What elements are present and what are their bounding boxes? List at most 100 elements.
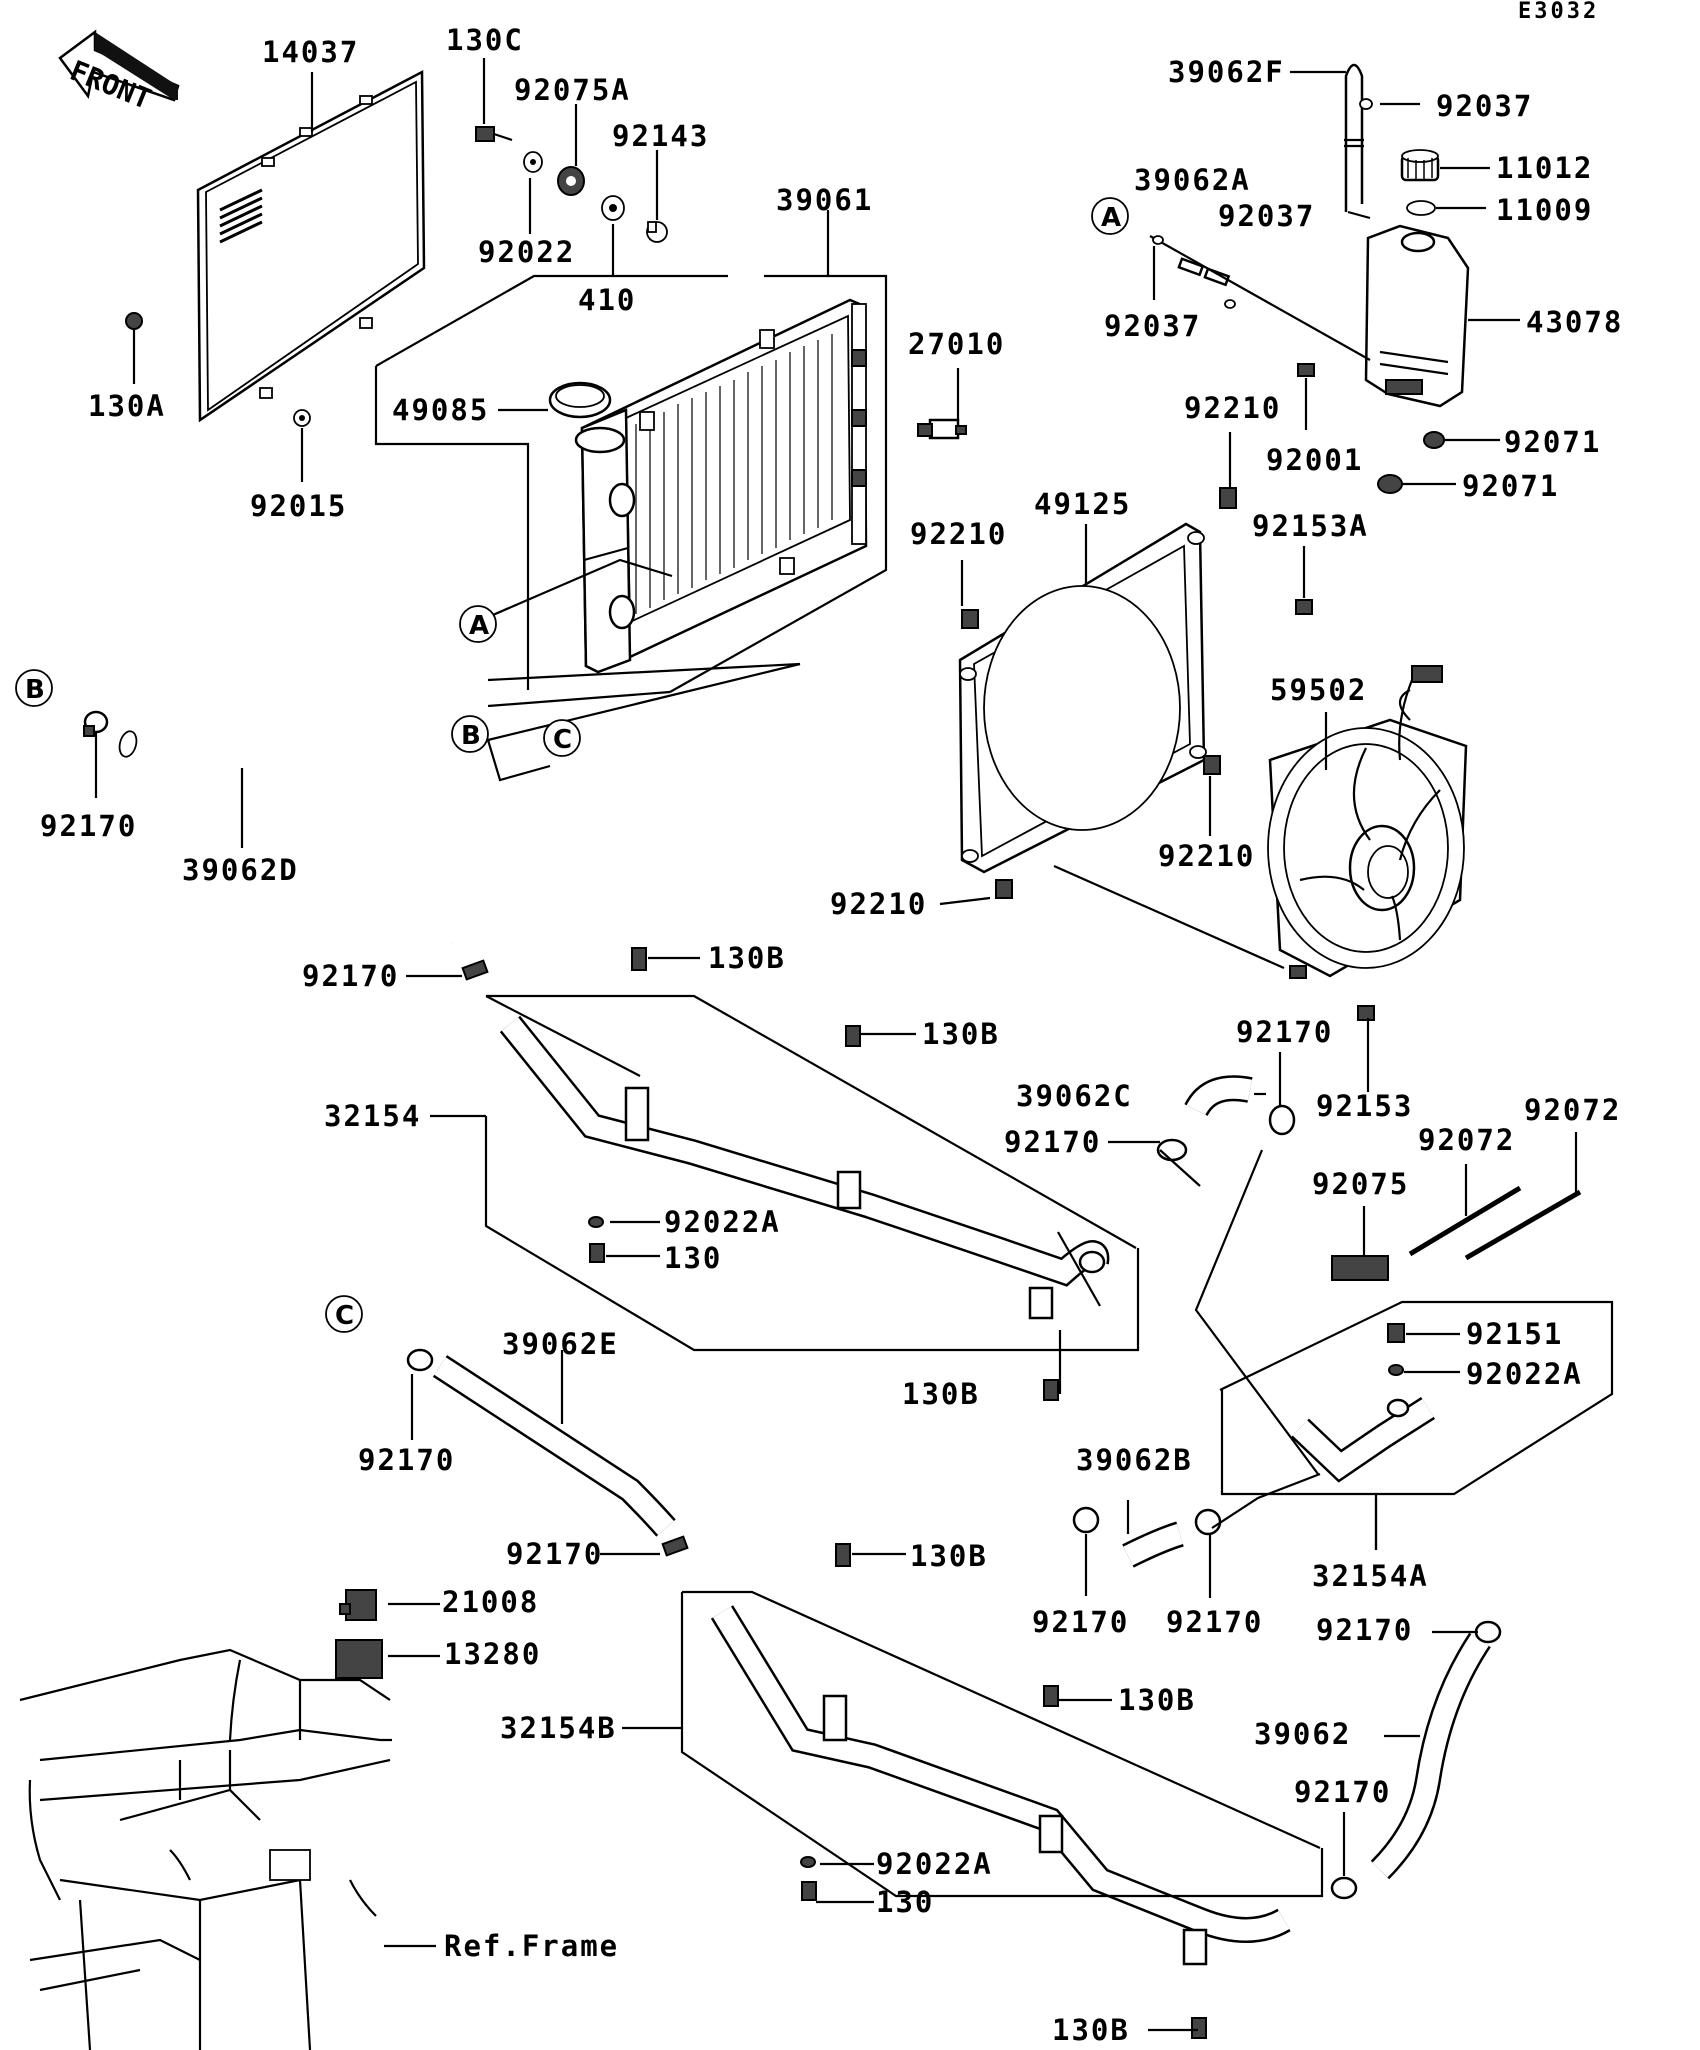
label-39062c: 39062C	[1016, 1079, 1133, 1113]
bolt-130a	[125, 312, 143, 330]
clip-92210-3	[1203, 755, 1221, 775]
hose-39062b	[1122, 1521, 1184, 1568]
label-92170-c: 92170	[358, 1443, 455, 1477]
label-92022a-2: 92022A	[876, 1847, 993, 1881]
radiator-cap	[548, 381, 612, 419]
label-92022: 92022	[478, 235, 575, 269]
label-13280: 13280	[444, 1637, 541, 1671]
ref-circle-b-left: B	[15, 669, 53, 707]
label-92170-d1: 92170	[1032, 1605, 1129, 1639]
label-92015: 92015	[250, 489, 347, 523]
label-130-1: 130	[664, 1241, 722, 1275]
washer-410	[601, 195, 625, 221]
label-92170-e1: 92170	[1316, 1613, 1413, 1647]
gasket-11009	[1406, 200, 1436, 216]
clip-92075	[1331, 1255, 1389, 1281]
bolt-130b-5	[1043, 1685, 1059, 1707]
clamp-92170-c	[406, 1348, 434, 1372]
grommet-92071-b	[1377, 474, 1403, 494]
label-39062f: 39062F	[1168, 55, 1285, 89]
clamp-92037-a	[1152, 235, 1164, 245]
ref-circle-c-left: C	[325, 1295, 363, 1333]
label-39062b: 39062B	[1076, 1443, 1193, 1477]
label-27010: 27010	[908, 327, 1005, 361]
grommet-92071-a	[1423, 431, 1445, 449]
ref-mark: C	[553, 725, 572, 755]
label-130b-1: 130B	[708, 941, 786, 975]
hose-39062e	[432, 1355, 676, 1537]
label-92210-top: 92210	[1184, 391, 1281, 425]
holder-13280	[335, 1639, 383, 1679]
label-92210-bottom: 92210	[830, 887, 927, 921]
label-92170-e2: 92170	[1294, 1775, 1391, 1809]
clamp-92170-e2	[1330, 1876, 1358, 1900]
coolant-pipe-32154a	[1291, 1397, 1435, 1483]
bolt-130b-3	[1043, 1379, 1059, 1401]
label-92170-d2: 92170	[1166, 1605, 1263, 1639]
label-92075a: 92075A	[514, 73, 631, 107]
coolant-pipe-32154b	[710, 1605, 1291, 1966]
nut-92015	[293, 409, 311, 427]
ref-circle-b-mid: B	[451, 715, 489, 753]
bolt-130b-2	[845, 1025, 861, 1047]
washer-92022a-2	[800, 1856, 816, 1868]
label-92210-left: 92210	[910, 517, 1007, 551]
label-92170-pipe-mid: 92170	[506, 1537, 603, 1571]
label-92153a: 92153A	[1252, 509, 1369, 543]
label-92071-a: 92071	[1504, 425, 1601, 459]
bolt-130b-6	[1191, 2017, 1207, 2039]
clip-92210-2	[961, 609, 979, 629]
label-130-2: 130	[876, 1885, 934, 1919]
part-labels: E3032 14037 130C 92075A 92143 92022 410 …	[40, 0, 1623, 2047]
bolt-130-2	[801, 1881, 817, 1901]
label-92075: 92075	[1312, 1167, 1409, 1201]
label-92151: 92151	[1466, 1317, 1563, 1351]
ref-mark: C	[335, 1301, 354, 1331]
label-49085: 49085	[392, 393, 489, 427]
label-92143: 92143	[612, 119, 709, 153]
washer-92022a-1	[588, 1216, 604, 1228]
label-ref-frame: Ref.Frame	[444, 1929, 619, 1963]
radiator-screen	[196, 69, 426, 423]
clip-92210-1	[1219, 487, 1237, 509]
label-21008: 21008	[442, 1585, 539, 1619]
hose-39062	[1370, 1632, 1491, 1880]
leader-lines	[94, 58, 1614, 2032]
label-130b-4: 130B	[910, 1539, 988, 1573]
label-130b-5: 130B	[1118, 1683, 1196, 1717]
label-92037-mid: 92037	[1218, 199, 1315, 233]
label-49125: 49125	[1034, 487, 1131, 521]
clamp-92170-d1	[1072, 1506, 1100, 1534]
ref-circle-a-mid: A	[459, 605, 497, 643]
label-92072-a: 92072	[1418, 1123, 1515, 1157]
bolt-130-1	[589, 1243, 605, 1263]
overflow-hose-39062f	[1344, 63, 1371, 220]
ref-mark: B	[25, 675, 45, 705]
washer-92022a-3	[1388, 1364, 1404, 1376]
radiator	[574, 298, 868, 674]
hose-39062c	[1184, 1075, 1253, 1117]
label-32154b: 32154B	[500, 1711, 617, 1745]
clamp-92170-e1	[1474, 1620, 1502, 1644]
label-92022a-3: 92022A	[1466, 1357, 1583, 1391]
cable-tie-92072-b	[1464, 1189, 1582, 1261]
label-92037-top: 92037	[1436, 89, 1533, 123]
label-39062: 39062	[1254, 1717, 1351, 1751]
clamp-92170-d2	[1194, 1508, 1222, 1536]
relay-21008	[339, 1589, 377, 1621]
label-11009: 11009	[1496, 193, 1593, 227]
label-92037-left: 92037	[1104, 309, 1201, 343]
label-92001: 92001	[1266, 443, 1363, 477]
reserve-tank	[1364, 224, 1470, 408]
label-130a: 130A	[88, 389, 166, 423]
label-92210-right: 92210	[1158, 839, 1255, 873]
label-92153: 92153	[1316, 1089, 1413, 1123]
clamp-92037-b	[1224, 299, 1236, 309]
grommet-92075a	[557, 166, 585, 196]
label-43078: 43078	[1526, 305, 1623, 339]
label-39062e: 39062E	[502, 1327, 619, 1361]
ref-mark: B	[461, 721, 481, 751]
label-11012: 11012	[1496, 151, 1593, 185]
label-59502: 59502	[1270, 673, 1367, 707]
label-92071-b: 92071	[1462, 469, 1559, 503]
